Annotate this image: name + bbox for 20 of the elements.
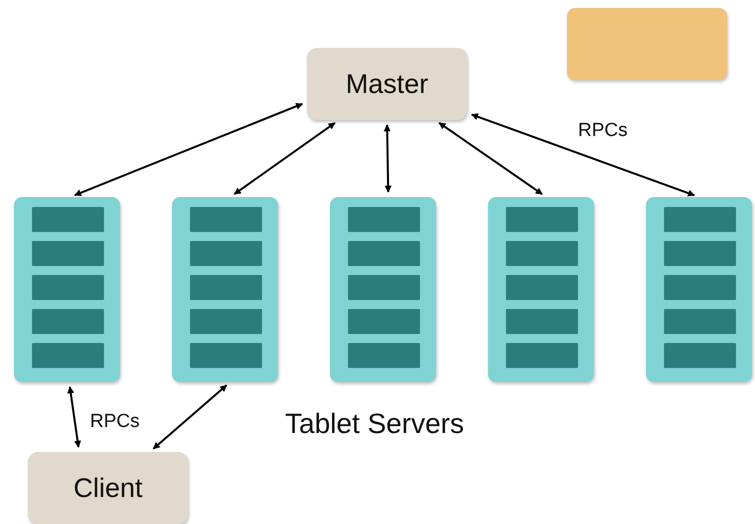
master-box [307,48,467,120]
arrow [471,113,695,196]
group-caption: Tablet Servers [285,408,464,440]
client-box [28,452,188,524]
tablet-server-box [488,197,594,382]
arrow [384,124,392,193]
node-label: Client [73,472,143,504]
annotation-text: RPCs [578,120,628,142]
tablet-server-box [172,197,278,382]
node-label: Master [346,68,428,100]
service-box [567,8,727,80]
arrow [67,386,82,448]
tablet-server-box [646,197,752,382]
tablet-server-box [330,197,436,382]
arrow [234,122,336,195]
arrow [438,122,543,195]
arrow [74,102,303,196]
arrow [152,384,228,450]
tablet-server-box [14,197,120,382]
annotation-text: RPCs [90,411,140,433]
